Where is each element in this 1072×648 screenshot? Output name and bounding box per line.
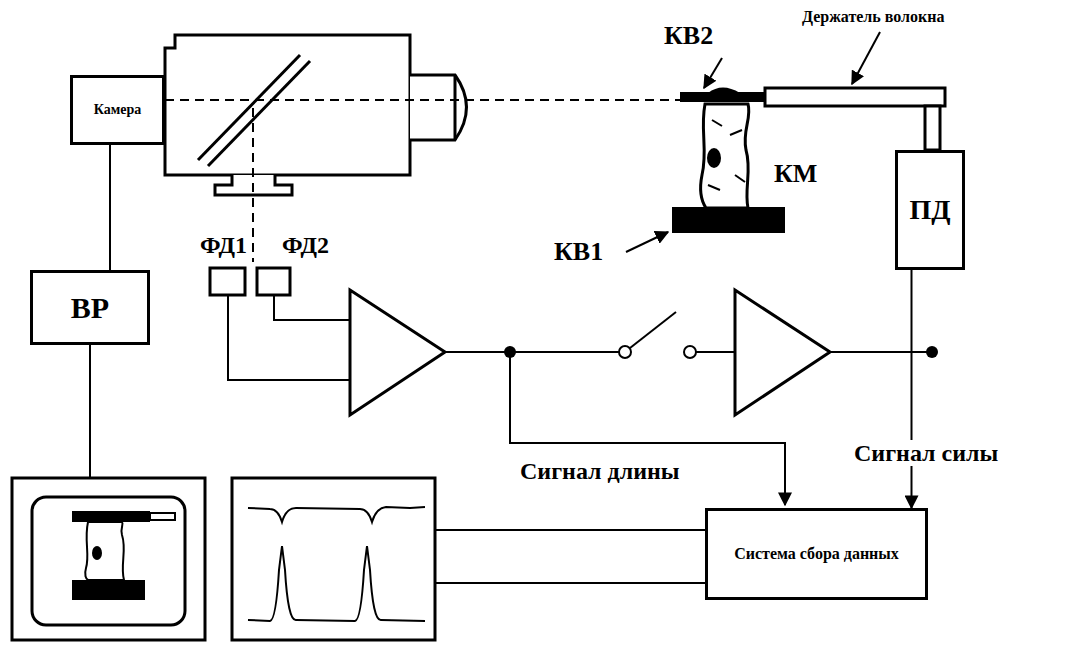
optical-path <box>252 108 254 262</box>
length-trace <box>248 507 425 522</box>
wire <box>435 582 705 584</box>
part-label: Держатель волокна <box>800 8 947 26</box>
wire <box>445 351 619 353</box>
box-label: Система сбора данных <box>734 545 899 563</box>
coverslip-top <box>680 92 765 102</box>
wire <box>830 351 932 353</box>
component-box: Система сбора данных <box>705 508 928 600</box>
mini-coverslip <box>72 511 150 522</box>
leader-arrow <box>704 58 722 88</box>
beam-splitter <box>198 55 300 160</box>
coverslip-bottom <box>672 207 785 233</box>
photodiode <box>257 268 290 295</box>
part-label: ФД1 <box>198 232 249 258</box>
component-box: Камера <box>70 75 165 145</box>
optical-path <box>165 99 680 101</box>
video-monitor <box>12 478 205 640</box>
wire <box>274 295 350 320</box>
part-label: КВ2 <box>662 22 715 50</box>
force-trace <box>248 546 425 621</box>
svg-part <box>12 32 945 640</box>
cardiomyocyte <box>701 104 749 208</box>
part-label: КВ1 <box>552 238 605 266</box>
lens-edge <box>454 75 457 140</box>
mini-nucleus <box>92 546 102 560</box>
monitor-screen <box>32 497 185 625</box>
part-label: КМ <box>772 160 819 188</box>
mini-holder <box>150 513 175 520</box>
beam-splitter <box>208 61 310 166</box>
wire <box>228 295 350 380</box>
switch-contact <box>619 346 631 358</box>
fiber-holder <box>765 88 945 106</box>
leader-arrow <box>852 32 880 84</box>
leader-arrow <box>626 232 668 252</box>
mini-coverslip <box>72 580 145 600</box>
junction-dot <box>926 346 938 358</box>
cell-texture <box>708 120 745 190</box>
part-label: Сигнал силы <box>852 440 1000 466</box>
component-box: ВР <box>30 270 150 345</box>
microscope-body <box>165 35 410 175</box>
part-label: ФД2 <box>280 232 331 258</box>
signal-wire <box>510 352 785 505</box>
objective-lens <box>410 75 467 140</box>
mini-cell <box>85 522 124 580</box>
connector <box>109 145 111 270</box>
nucleus <box>707 148 721 168</box>
amplifier-symbol <box>735 290 830 415</box>
box-label: Камера <box>94 102 142 117</box>
wire <box>696 351 735 353</box>
amplifier-symbol <box>350 290 445 415</box>
connector <box>911 270 913 508</box>
switch-contact <box>684 346 696 358</box>
wire <box>89 345 91 478</box>
switch-lever <box>630 312 676 348</box>
wire <box>435 529 705 531</box>
box-label: ВР <box>71 291 109 324</box>
box-label: ПД <box>909 195 950 226</box>
holder-stem <box>925 106 940 150</box>
part-label: Сигнал длины <box>518 458 682 484</box>
data-display <box>232 478 435 640</box>
component-box: ПД <box>895 150 965 270</box>
attachment <box>708 88 740 94</box>
photodiode <box>210 268 245 295</box>
